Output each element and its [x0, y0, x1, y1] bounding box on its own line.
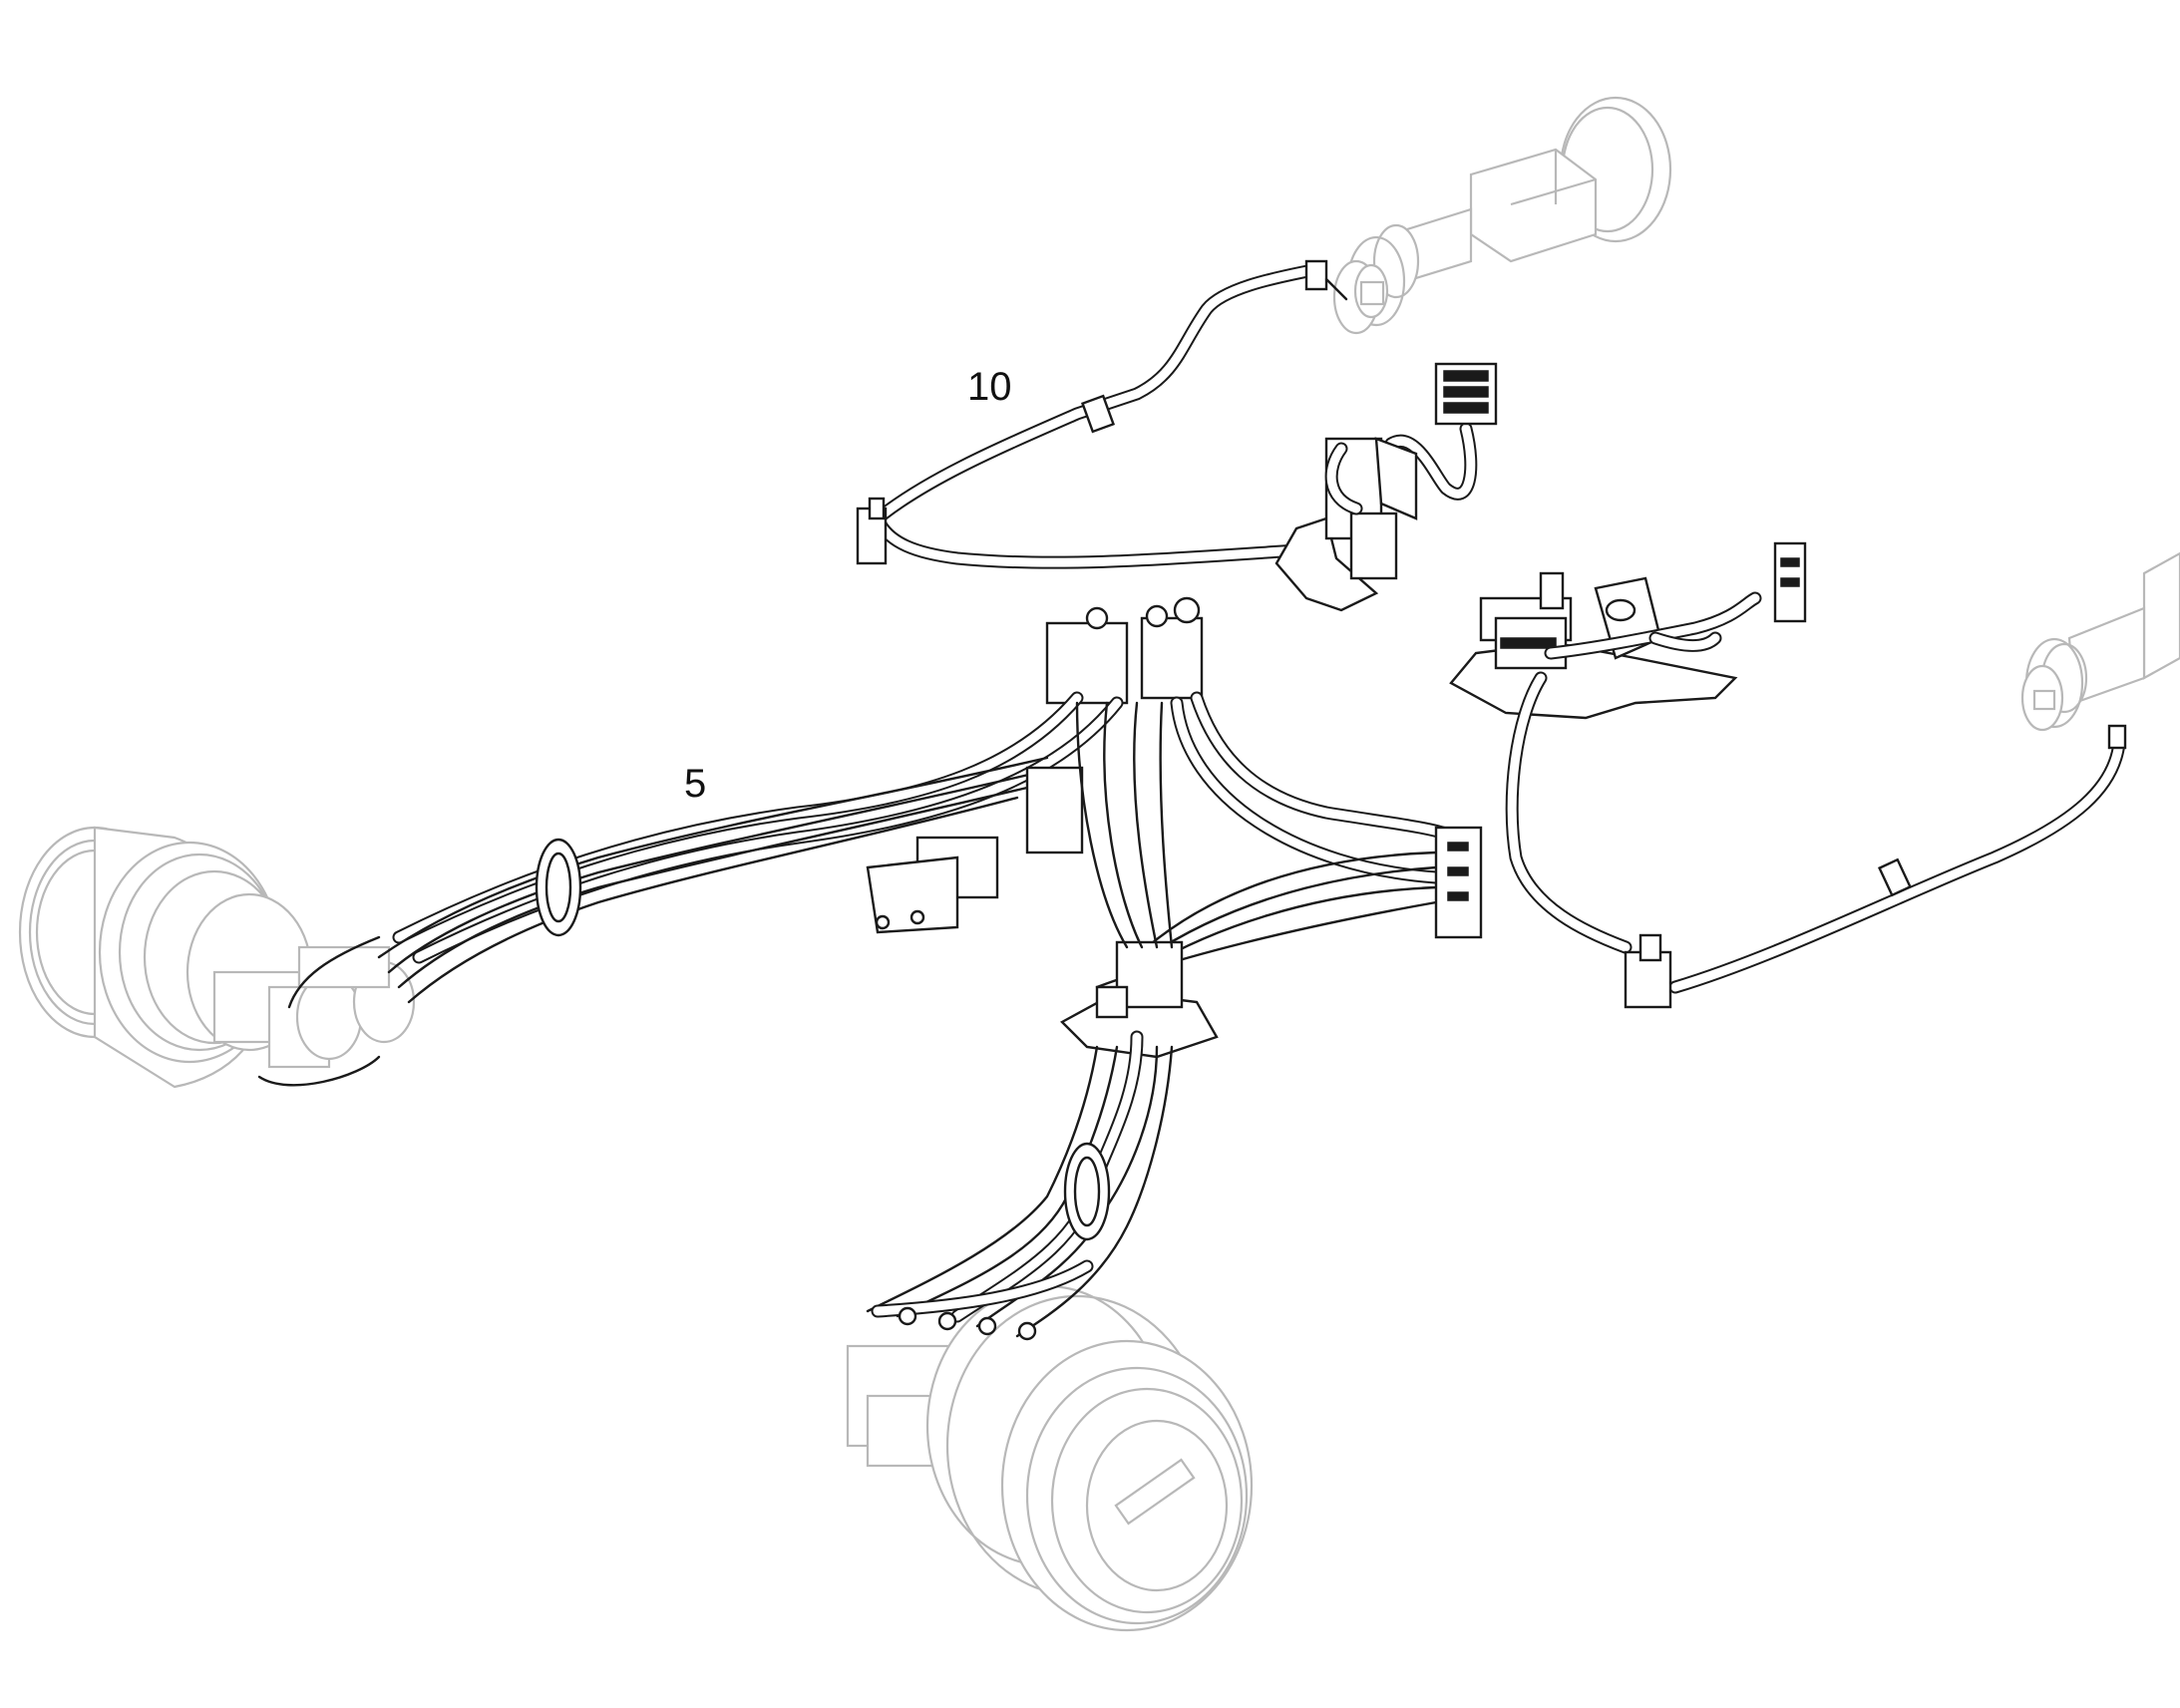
- callout-label-10: 10: [967, 365, 1012, 409]
- hose-item-5: [257, 596, 1483, 1341]
- left-travel-motor: [18, 826, 416, 1089]
- bottom-travel-motor: [846, 1284, 1254, 1632]
- hose-item-10: [856, 259, 1348, 569]
- top-right-idler-assembly: [1332, 96, 1672, 335]
- upper-valve-block: [1274, 362, 1498, 612]
- callout-label-5: 5: [684, 762, 707, 806]
- right-long-hose: [1505, 671, 2127, 1009]
- right-valve-block: [1449, 541, 1807, 720]
- right-idler-assembly: [2020, 551, 2180, 732]
